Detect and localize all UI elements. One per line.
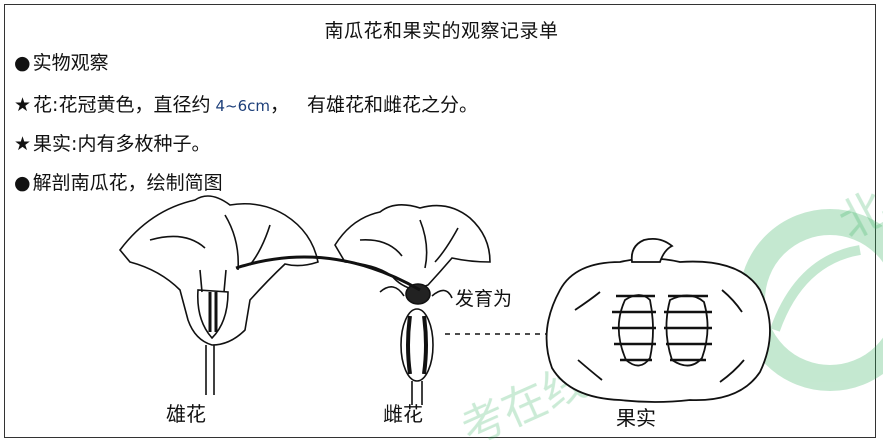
section-observe: ●实物观察 <box>14 48 109 75</box>
star-icon: ★ <box>14 94 32 116</box>
star-icon: ★ <box>14 133 32 155</box>
female-flower-drawing <box>334 204 491 405</box>
male-flower-drawing <box>118 195 319 395</box>
sheet-title: 南瓜花和果实的观察记录单 <box>324 20 559 42</box>
flower-label: 花: <box>33 94 59 116</box>
bullet-dot-icon: ● <box>14 52 31 74</box>
fruit-label: 果实: <box>33 133 78 155</box>
fruit-desc: 内有多枚种子。 <box>77 133 211 155</box>
section-dissect: ●解剖南瓜花，绘制简图 <box>14 168 223 195</box>
pumpkin-fruit-drawing <box>545 237 771 403</box>
flower-desc: 花冠黄色，直径约 <box>58 94 211 116</box>
bullet-dot-icon: ● <box>14 172 31 194</box>
watermark-logo-icon <box>739 209 883 391</box>
flower-comma: ， <box>269 94 289 116</box>
flower-diameter: 4~6cm <box>215 97 270 115</box>
record-sheet-frame <box>4 4 876 438</box>
develop-label: 发育为 <box>455 288 513 310</box>
male-flower-label: 雄花 <box>166 402 206 426</box>
fruit-label: 果实 <box>616 406 656 430</box>
flower-rest: 有雄花和雌花之分。 <box>307 94 479 116</box>
pollination-line <box>235 255 421 292</box>
section-dissect-text: 解剖南瓜花，绘制简图 <box>32 172 223 194</box>
female-flower-label: 雌花 <box>383 402 423 426</box>
section-observe-text: 实物观察 <box>32 52 109 74</box>
fruit-line: ★果实:内有多枚种子。 <box>14 129 210 156</box>
